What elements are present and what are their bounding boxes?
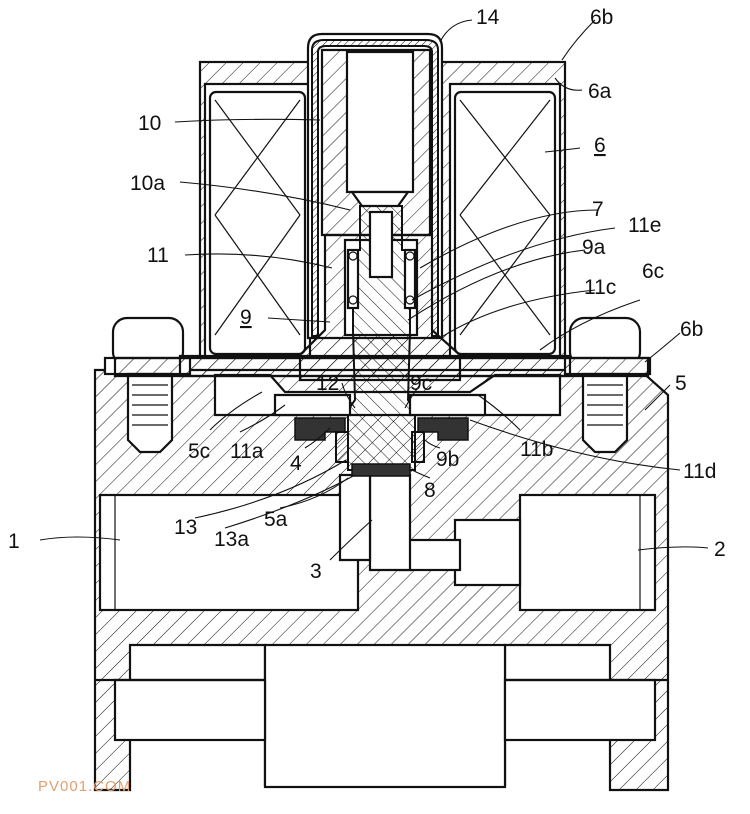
label-5a: 5a <box>264 508 288 531</box>
diaphragm-assembly <box>273 393 487 477</box>
label-13a: 13a <box>214 528 249 551</box>
label-10: 10 <box>138 112 161 135</box>
watermark: PV001.COM <box>38 778 132 795</box>
label-6: 6 <box>594 134 606 157</box>
label-11a: 11a <box>230 440 264 463</box>
label-4: 4 <box>290 452 302 475</box>
label-1: 1 <box>8 530 20 553</box>
label-7: 7 <box>592 198 604 221</box>
label-2: 2 <box>714 538 726 561</box>
label-3: 3 <box>310 560 322 583</box>
label-14: 14 <box>476 6 500 29</box>
reference-labels: 14 6b 6a 6 10 10a 7 11e 11 9a 11c 6c 9 6… <box>8 6 726 583</box>
label-13: 13 <box>174 516 197 539</box>
label-8: 8 <box>424 479 436 502</box>
label-11c: 11c <box>584 276 616 299</box>
leader-lines <box>39 19 709 561</box>
label-9a: 9a <box>582 236 606 259</box>
label-9c: 9c <box>410 372 432 395</box>
valve-body <box>93 368 670 792</box>
label-12: 12 <box>316 372 339 395</box>
label-9b: 9b <box>436 448 459 471</box>
label-11d: 11d <box>683 460 716 483</box>
label-6c: 6c <box>642 260 664 283</box>
label-5c: 5c <box>188 440 210 463</box>
label-11e: 11e <box>628 214 661 237</box>
label-5: 5 <box>675 372 687 395</box>
label-9: 9 <box>240 306 252 329</box>
label-10a: 10a <box>130 172 165 195</box>
plunger <box>346 205 417 471</box>
label-11: 11 <box>147 244 169 267</box>
label-6a: 6a <box>588 80 612 103</box>
label-11b: 11b <box>520 438 553 461</box>
label-6b-top: 6b <box>590 6 613 29</box>
label-6b-right: 6b <box>680 318 703 341</box>
